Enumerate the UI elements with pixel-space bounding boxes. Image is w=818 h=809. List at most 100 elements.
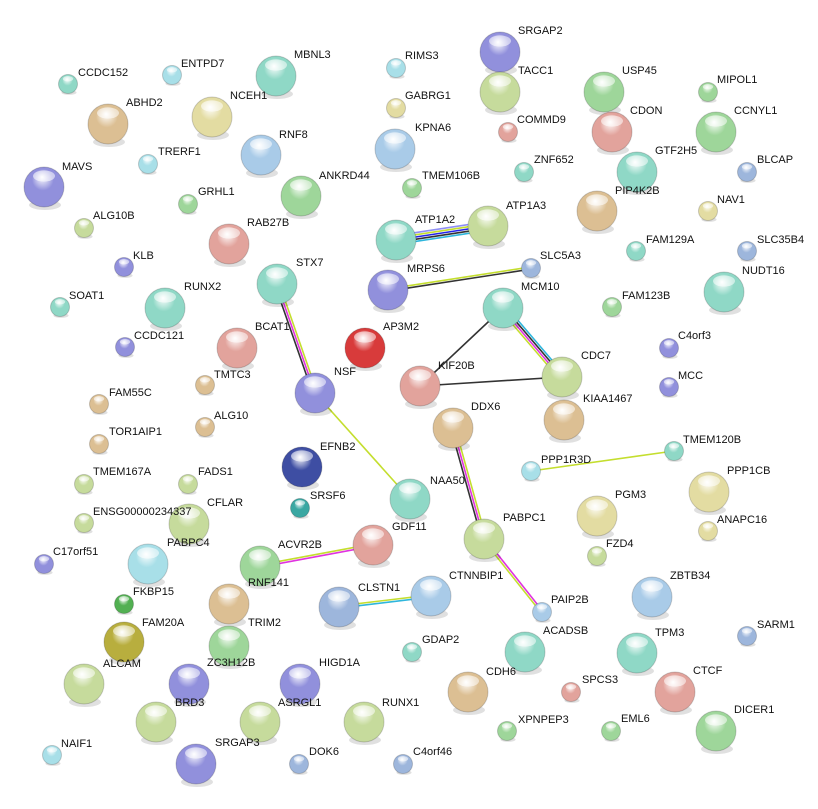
node-AP3M2[interactable]: AP3M2 bbox=[344, 321, 419, 371]
node-ENTPD7[interactable]: ENTPD7 bbox=[162, 58, 225, 86]
node-ATP1A2[interactable]: ATP1A2 bbox=[375, 214, 455, 263]
node-CTCF[interactable]: CTCF bbox=[654, 665, 723, 715]
node-TACC1[interactable]: TACC1 bbox=[479, 65, 553, 115]
node-TMTC3[interactable]: TMTC3 bbox=[195, 369, 251, 396]
node-SOAT1[interactable]: SOAT1 bbox=[50, 290, 105, 318]
node-NSF[interactable]: NSF bbox=[294, 366, 356, 416]
node-GDF11[interactable]: GDF11 bbox=[352, 521, 427, 568]
node-KLB[interactable]: KLB bbox=[114, 250, 154, 278]
node-ZNF652[interactable]: ZNF652 bbox=[514, 154, 574, 183]
node-TMEM167A[interactable]: TMEM167A bbox=[74, 466, 152, 495]
node-ZBTB34[interactable]: ZBTB34 bbox=[631, 570, 710, 620]
edge-NSF-NAA50[interactable] bbox=[314, 392, 411, 500]
node-NAV1[interactable]: NAV1 bbox=[698, 194, 745, 222]
node-CFLAR[interactable]: CFLAR bbox=[168, 497, 243, 547]
node-STX7[interactable]: STX7 bbox=[256, 257, 324, 307]
node-DDX6[interactable]: DDX6 bbox=[432, 401, 500, 451]
node-BRD3[interactable]: BRD3 bbox=[135, 697, 204, 745]
node-MRPS6[interactable]: MRPS6 bbox=[367, 263, 445, 313]
node-FZD4[interactable]: FZD4 bbox=[587, 538, 634, 567]
node-ABHD2[interactable]: ABHD2 bbox=[87, 97, 163, 147]
node-CDH6[interactable]: CDH6 bbox=[447, 666, 516, 715]
node-CDON[interactable]: CDON bbox=[591, 105, 662, 155]
node-GTF2H5[interactable]: GTF2H5 bbox=[616, 145, 697, 195]
node-TPM3[interactable]: TPM3 bbox=[616, 627, 684, 676]
node-DICER1[interactable]: DICER1 bbox=[695, 704, 774, 754]
node-MCC[interactable]: MCC bbox=[659, 370, 704, 398]
node-CCDC121[interactable]: CCDC121 bbox=[115, 330, 185, 358]
node-KIAA1467[interactable]: KIAA1467 bbox=[543, 393, 633, 443]
node-NUDT16[interactable]: NUDT16 bbox=[703, 265, 785, 315]
node-FADS1[interactable]: FADS1 bbox=[178, 466, 233, 495]
node-FAM129A[interactable]: FAM129A bbox=[626, 234, 695, 262]
node-ALG10[interactable]: ALG10 bbox=[195, 410, 249, 438]
node-FKBP15[interactable]: FKBP15 bbox=[114, 586, 174, 615]
node-SLC5A3[interactable]: SLC5A3 bbox=[521, 250, 581, 279]
node-TOR1AIP1[interactable]: TOR1AIP1 bbox=[89, 426, 163, 455]
node-EFNB2[interactable]: EFNB2 bbox=[281, 441, 355, 490]
node-FAM123B[interactable]: FAM123B bbox=[602, 290, 671, 318]
node-FAM55C[interactable]: FAM55C bbox=[89, 387, 152, 415]
node-ALG10B[interactable]: ALG10B bbox=[74, 210, 135, 239]
node-USP45[interactable]: USP45 bbox=[583, 65, 657, 115]
node-RNF141[interactable]: RNF141 bbox=[208, 577, 289, 627]
node-ENSG00000234337[interactable]: ENSG00000234337 bbox=[74, 506, 192, 534]
node-MIPOL1[interactable]: MIPOL1 bbox=[698, 74, 758, 103]
node-ACADSB[interactable]: ACADSB bbox=[504, 625, 588, 675]
node-TMEM120B[interactable]: TMEM120B bbox=[664, 434, 742, 462]
node-ACVR2B[interactable]: ACVR2B bbox=[239, 539, 322, 589]
node-PAIP2B[interactable]: PAIP2B bbox=[532, 594, 589, 623]
node-C17orf51[interactable]: C17orf51 bbox=[34, 546, 99, 575]
node-GRHL1[interactable]: GRHL1 bbox=[178, 186, 235, 215]
node-CCDC152[interactable]: CCDC152 bbox=[58, 67, 129, 95]
node-SRGAP2[interactable]: SRGAP2 bbox=[479, 25, 563, 75]
node-BLCAP[interactable]: BLCAP bbox=[737, 154, 794, 183]
node-PPP1CB[interactable]: PPP1CB bbox=[688, 465, 770, 515]
node-CDC7[interactable]: CDC7 bbox=[541, 350, 611, 400]
node-FAM20A[interactable]: FAM20A bbox=[103, 617, 185, 665]
node-SARM1[interactable]: SARM1 bbox=[737, 619, 795, 647]
node-CTNNBIP1[interactable]: CTNNBIP1 bbox=[410, 570, 503, 619]
node-NCEH1[interactable]: NCEH1 bbox=[191, 90, 267, 140]
edge-KIF20B-CDC7[interactable] bbox=[419, 376, 563, 387]
node-PABPC1[interactable]: PABPC1 bbox=[463, 512, 546, 562]
node-GABRG1[interactable]: GABRG1 bbox=[386, 90, 451, 119]
node-C4orf3[interactable]: C4orf3 bbox=[659, 330, 712, 359]
node-MAVS[interactable]: MAVS bbox=[23, 161, 92, 210]
node-RNF8[interactable]: RNF8 bbox=[240, 129, 308, 178]
node-PIP4K2B[interactable]: PIP4K2B bbox=[576, 185, 660, 234]
node-CCNYL1[interactable]: CCNYL1 bbox=[695, 105, 777, 155]
node-ZC3H12B[interactable]: ZC3H12B bbox=[168, 657, 255, 707]
node-EML6[interactable]: EML6 bbox=[601, 713, 650, 742]
node-PGM3[interactable]: PGM3 bbox=[576, 489, 646, 539]
node-ANKRD44[interactable]: ANKRD44 bbox=[280, 170, 370, 219]
node-GDAP2[interactable]: GDAP2 bbox=[402, 634, 460, 663]
node-COMMD9[interactable]: COMMD9 bbox=[498, 114, 566, 143]
node-RUNX1[interactable]: RUNX1 bbox=[343, 697, 419, 745]
edge-PPP1R3D-TMEM120B[interactable] bbox=[530, 450, 675, 472]
node-PPP1R3D[interactable]: PPP1R3D bbox=[521, 454, 592, 482]
node-HIGD1A[interactable]: HIGD1A bbox=[279, 657, 361, 707]
node-TRERF1[interactable]: TRERF1 bbox=[138, 146, 201, 175]
node-MBNL3[interactable]: MBNL3 bbox=[255, 49, 331, 99]
node-KPNA6[interactable]: KPNA6 bbox=[374, 122, 451, 172]
node-ANAPC16[interactable]: ANAPC16 bbox=[698, 514, 768, 542]
node-RAB27B[interactable]: RAB27B bbox=[208, 217, 289, 267]
node-NAA50[interactable]: NAA50 bbox=[389, 475, 465, 522]
node-SRGAP3[interactable]: SRGAP3 bbox=[175, 737, 260, 787]
node-ALCAM[interactable]: ALCAM bbox=[63, 658, 141, 707]
node-TMEM106B[interactable]: TMEM106B bbox=[402, 170, 481, 199]
node-ASRGL1[interactable]: ASRGL1 bbox=[239, 697, 321, 745]
node-RUNX2[interactable]: RUNX2 bbox=[144, 281, 221, 331]
node-CLSTN1[interactable]: CLSTN1 bbox=[318, 582, 400, 630]
node-SPCS3[interactable]: SPCS3 bbox=[561, 674, 619, 703]
edge-MRPS6-SLC5A3[interactable] bbox=[387, 266, 532, 292]
node-SLC35B4[interactable]: SLC35B4 bbox=[737, 234, 805, 262]
node-RIMS3[interactable]: RIMS3 bbox=[386, 50, 439, 79]
node-BCAT1[interactable]: BCAT1 bbox=[216, 321, 290, 371]
node-XPNPEP3[interactable]: XPNPEP3 bbox=[497, 714, 569, 742]
node-KIF20B[interactable]: KIF20B bbox=[399, 360, 475, 409]
node-ATP1A3[interactable]: ATP1A3 bbox=[467, 200, 546, 249]
node-C4orf46[interactable]: C4orf46 bbox=[393, 746, 453, 775]
node-MCM10[interactable]: MCM10 bbox=[482, 281, 560, 331]
